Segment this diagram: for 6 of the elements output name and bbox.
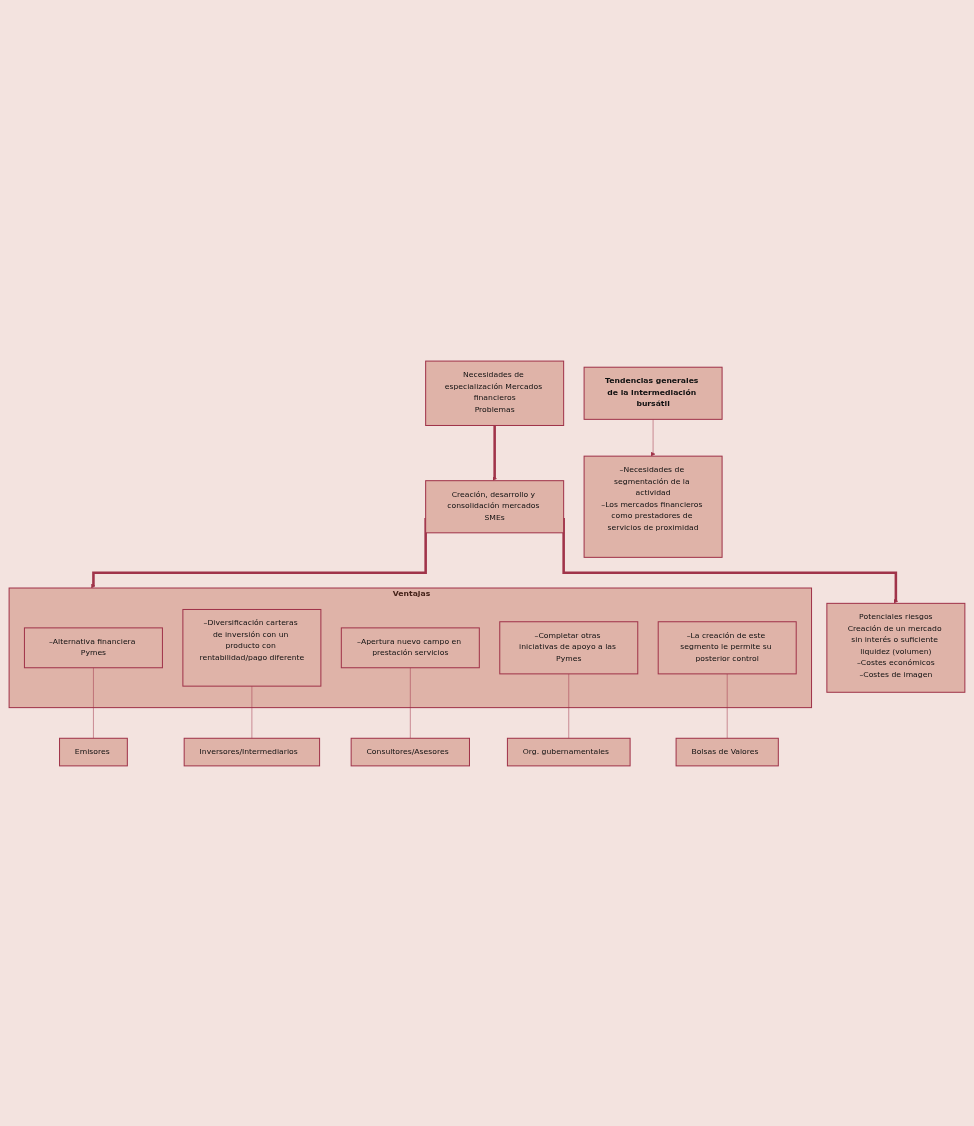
connector [93, 667, 94, 739]
connector [726, 673, 728, 739]
connector [251, 685, 253, 739]
connector [410, 667, 411, 739]
connector [568, 673, 570, 739]
arrow [492, 425, 497, 481]
